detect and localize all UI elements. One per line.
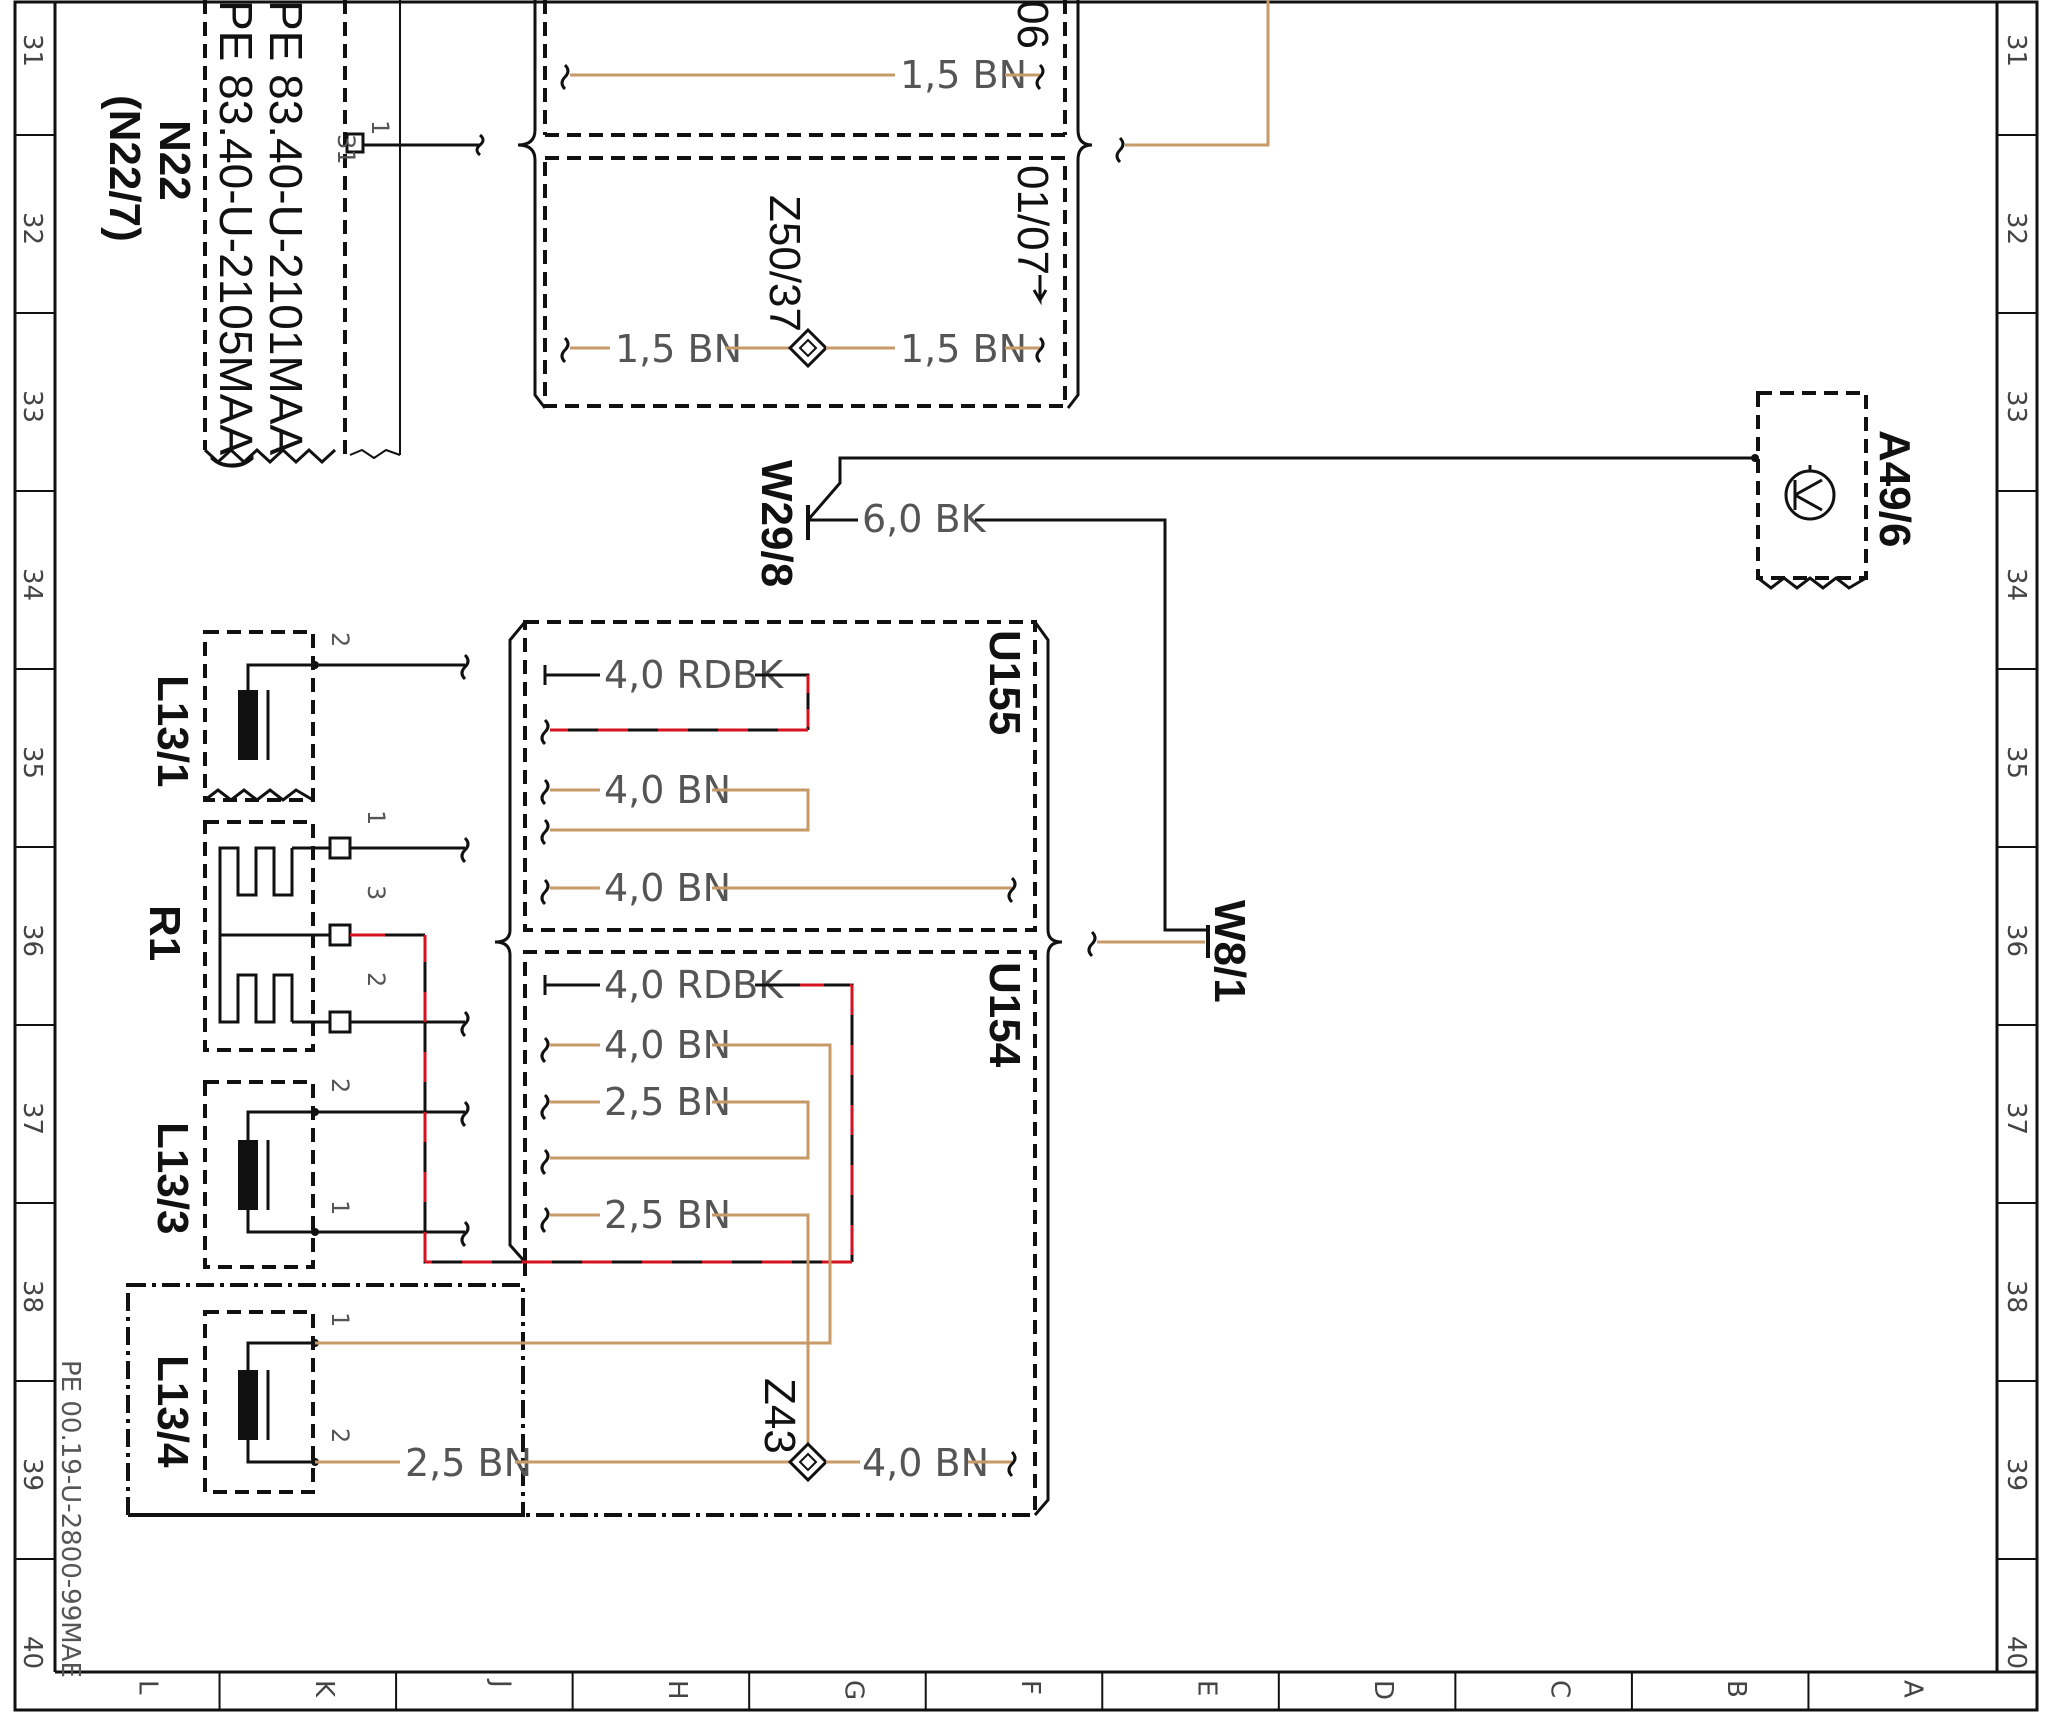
wire-z50-left-label: 1,5 BN [615,327,742,371]
transistor-icon [1784,469,1836,521]
column-label: D [1368,1680,1398,1700]
wire-u155-2-label: 4,0 BN [604,768,731,812]
l13-3-pin-1: 1 [326,1200,354,1215]
wire-bk-label: 6,0 BK [862,497,987,541]
wire-u155-3-label: 4,0 BN [604,866,731,910]
coil-icon [238,1140,258,1210]
r1-pin-3: 3 [362,885,390,900]
n22-name: N22 [150,120,199,201]
l13-3-pin-2: 2 [326,1078,354,1093]
column-label: E [1192,1680,1222,1696]
l13-4-pin-2: 2 [326,1428,354,1443]
u154-connector-group: U154 W8/1 4,0 RDBK 4,0 BN 2,5 BN 2,5 BN … [128,621,1254,1517]
ref-0107: 01/07 [1008,165,1057,275]
n22-pin-1: 1 [366,120,394,135]
column-label: C [1545,1680,1575,1698]
row-label: 36 [2001,924,2031,957]
l13-1-label: L13/1 [148,675,197,788]
a49-label: A49/6 [1870,430,1919,547]
top-connector-group: 06 1,5 BN 01/07 Z50/37 1,5 BN 1,5 BN [517,0,1270,409]
document-reference: PE 00.19-U-2800-99MAE [55,1360,85,1678]
w8-label: W8/1 [1205,900,1254,1003]
row-label: 40 [2001,1636,2031,1669]
column-label: H [662,1680,692,1700]
row-label: 34 [2001,568,2031,601]
row-label: 33 [2001,390,2031,423]
w29-label: W29/8 [752,460,801,587]
row-label: 32 [2001,212,2031,245]
row-label: 35 [2001,746,2031,779]
wire-u155-1-label: 4,0 RDBK [604,653,784,697]
l13-3-label: L13/3 [148,1122,197,1235]
row-label: 33 [17,390,47,423]
w29-a49-circuit: W29/8 6,0 BK A49/6 [752,391,1919,932]
row-label: 37 [2001,1102,2031,1135]
column-label: L [132,1680,162,1695]
wire-u154-3-label: 2,5 BN [604,1080,731,1124]
l13-4-pin-1: 1 [326,1312,354,1327]
row-label: 36 [17,924,47,957]
row-label: 32 [17,212,47,245]
n22-component: PE 83.40-U-2101MAA PE 83.40-U-2105MAA) N… [100,0,485,470]
u155-label: U155 [980,630,1029,735]
column-label: B [1721,1680,1751,1698]
l13-1-component: 2 L13/1 [148,630,470,802]
column-label: A [1898,1680,1928,1698]
n22-pin-31: 31 [332,134,360,165]
r1-pin-2: 2 [362,972,390,987]
wire-z43-label: 4,0 BN [862,1441,989,1485]
u154-label: U154 [980,962,1029,1068]
row-label: 38 [2001,1280,2031,1313]
wire-u154-4-label: 2,5 BN [604,1193,731,1237]
z50-label: Z50/37 [760,195,809,332]
l13-3-component: 2 1 L13/3 [148,1078,470,1269]
row-label: 35 [17,746,47,779]
grid-ticks [15,134,2037,1710]
row-label: 39 [2001,1458,2031,1491]
row-label: 39 [17,1458,47,1491]
wire-l13-4-label: 2,5 BN [405,1441,532,1485]
wire-u154-2-label: 4,0 BN [604,1023,731,1067]
row-label: 40 [17,1636,47,1669]
column-label: F [1015,1680,1045,1695]
u155-connector-group: U155 4,0 RDBK 4,0 BN 4,0 BN [523,620,1037,932]
z43-label: Z43 [755,1378,804,1454]
n22-line2: PE 83.40-U-2105MAA) [210,0,262,470]
wire-u154-1-label: 4,0 RDBK [604,963,784,1007]
n22-line1: PE 83.40-U-2101MAA [260,0,312,455]
r1-component: 1 3 2 R1 [140,810,470,1052]
r1-pin-1: 1 [362,810,390,825]
l13-1-pin-2: 2 [326,632,354,647]
column-label: G [838,1680,868,1700]
n22-alt-name: (N22/7) [100,95,149,242]
row-label: 31 [2001,34,2031,67]
outer-frame [13,0,2039,1712]
coil-icon [238,1370,258,1440]
ref-06: 06 [1008,0,1057,49]
row-label: 37 [17,1102,47,1135]
column-label: K [309,1680,339,1698]
row-label: 38 [17,1280,47,1313]
r1-label: R1 [140,905,189,961]
row-label: 31 [17,34,47,67]
row-label: 34 [17,568,47,601]
l13-4-label: L13/4 [148,1355,197,1468]
z50-connector-box [543,156,1067,408]
column-label: J [485,1678,515,1688]
a49-box [1756,391,1868,580]
coil-icon [238,690,258,760]
